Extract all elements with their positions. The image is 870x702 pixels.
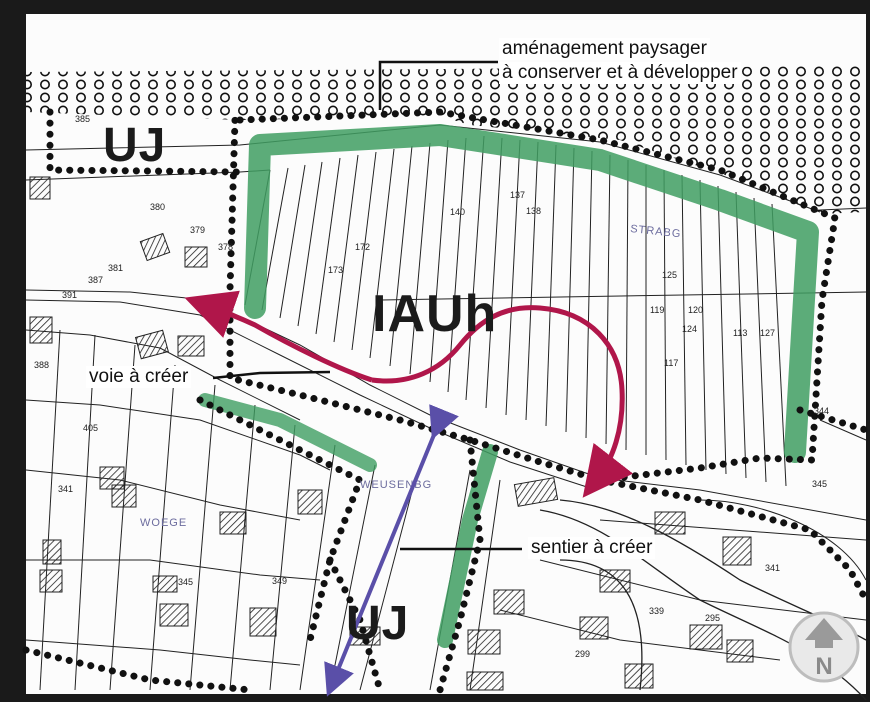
svg-text:299: 299 [575, 649, 590, 659]
svg-text:341: 341 [765, 563, 780, 573]
zone-label-uj-top: UJ [103, 119, 167, 172]
svg-text:381: 381 [108, 263, 123, 273]
street-label-north: STRABG [630, 223, 682, 240]
svg-text:140: 140 [450, 207, 465, 217]
svg-text:378: 378 [218, 242, 233, 252]
svg-text:345: 345 [812, 479, 827, 489]
road-arrow [184, 290, 373, 383]
svg-text:138: 138 [526, 206, 541, 216]
svg-text:295: 295 [705, 613, 720, 623]
svg-text:172: 172 [355, 242, 370, 252]
svg-text:380: 380 [150, 202, 165, 212]
svg-text:344: 344 [814, 406, 829, 416]
landscape-hatch-right [440, 112, 866, 214]
svg-text:113: 113 [733, 328, 747, 338]
annotation-landscape-line1: aménagement paysager [499, 38, 710, 60]
street-label-middle: WEUSENBG [360, 479, 432, 491]
svg-text:345: 345 [178, 577, 193, 587]
road-arrow-main [371, 305, 634, 498]
annotation-road: voie à créer [86, 366, 192, 388]
svg-text:405: 405 [83, 423, 98, 433]
svg-text:137: 137 [510, 190, 525, 200]
path-arrow [324, 404, 459, 697]
svg-text:349: 349 [272, 576, 287, 586]
svg-text:124: 124 [682, 324, 697, 334]
svg-text:127: 127 [760, 328, 775, 338]
svg-text:391: 391 [62, 290, 77, 300]
buildings [29, 176, 754, 691]
north-arrow-icon: N [787, 610, 861, 684]
leader-lines [212, 60, 522, 551]
parcel-numbers: 385 380 379 378 381 387 391 388 405 341 … [34, 114, 829, 659]
zone-label-uj-bottom: UJ [346, 597, 410, 650]
svg-text:117: 117 [664, 358, 678, 368]
svg-text:173: 173 [328, 265, 343, 275]
svg-text:379: 379 [190, 225, 205, 235]
svg-text:341: 341 [58, 484, 73, 494]
svg-text:125: 125 [662, 270, 677, 280]
svg-text:388: 388 [34, 360, 49, 370]
annotation-landscape-line2: à conserver et à développer [499, 62, 741, 84]
svg-text:339: 339 [649, 606, 664, 616]
svg-text:385: 385 [75, 114, 90, 124]
svg-text:387: 387 [88, 275, 103, 285]
street-label-west: WOEGE [140, 517, 187, 529]
svg-text:120: 120 [688, 305, 703, 315]
svg-text:119: 119 [650, 305, 664, 315]
annotation-path: sentier à créer [528, 537, 656, 559]
zone-label-iauh: IAUh [372, 285, 498, 343]
svg-text:N: N [815, 653, 832, 680]
